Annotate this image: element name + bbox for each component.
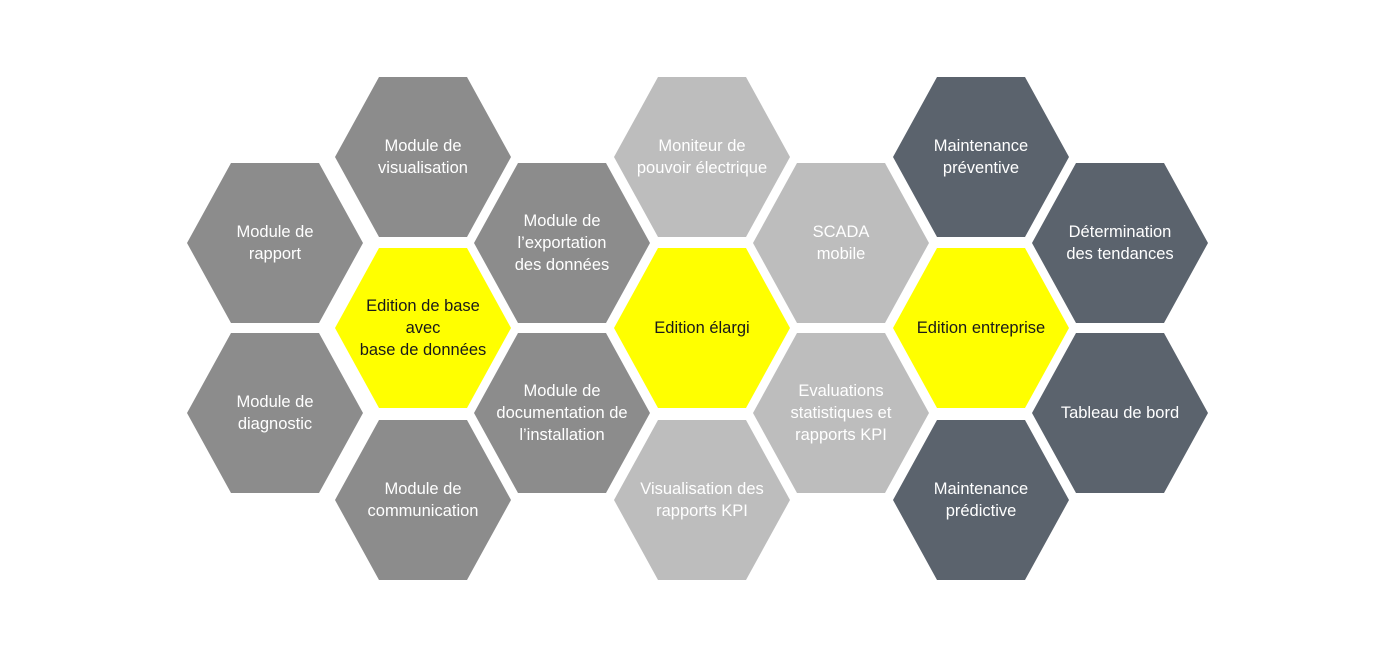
hexagon-label: Module de diagnostic (236, 393, 314, 433)
hexagon-maintenance-predictive: Maintenance prédictive (893, 420, 1069, 580)
hexagon-module-rapport: Module de rapport (187, 163, 363, 323)
hexagon-scada-mobile: SCADA mobile (753, 163, 929, 323)
hexagon-label: SCADA mobile (812, 223, 870, 263)
hexagon-label: Tableau de bord (1060, 404, 1180, 422)
hexagon-label: Maintenance prédictive (933, 480, 1029, 520)
hexagon-label: Maintenance préventive (933, 137, 1029, 177)
hexagon-label: Edition élargi (654, 319, 750, 337)
hexagon-edition-entreprise: Edition entreprise (893, 248, 1069, 408)
hexagon-label: Edition de base avec base de données (359, 297, 487, 359)
hexagon-module-diagnostic: Module de diagnostic (187, 333, 363, 493)
hexagon-tableau-bord: Tableau de bord (1032, 333, 1208, 493)
hexagon-module-exportation: Module de l’exportation des données (474, 163, 650, 323)
hexagon-maintenance-preventive: Maintenance préventive (893, 77, 1069, 237)
hexagon-label: Détermination des tendances (1066, 223, 1174, 263)
hexagon-label: Visualisation des rapports KPI (640, 480, 764, 520)
hexagon-moniteur-pouvoir: Moniteur de pouvoir électrique (614, 77, 790, 237)
hexagon-evaluations-statistiques: Evaluations statistiques et rapports KPI (753, 333, 929, 493)
hexagon-label: Module de communication (367, 480, 479, 520)
hexagon-determination-tendances: Détermination des tendances (1032, 163, 1208, 323)
hexagon-label: Module de rapport (236, 223, 314, 263)
hexagon-module-visualisation: Module de visualisation (335, 77, 511, 237)
hexagon-label: Moniteur de pouvoir électrique (636, 137, 768, 177)
hexagon-label: Module de visualisation (378, 137, 468, 177)
hexagon-edition-base: Edition de base avec base de données (335, 248, 511, 408)
hexagon-edition-elargi: Edition élargi (614, 248, 790, 408)
hexagon-label: Edition entreprise (916, 319, 1046, 337)
hexagon-visualisation-kpi: Visualisation des rapports KPI (614, 420, 790, 580)
hexagon-label: Evaluations statistiques et rapports KPI (790, 382, 892, 444)
hexagon-label: Module de documentation de l’installatio… (496, 382, 628, 444)
hexagon-module-communication: Module de communication (335, 420, 511, 580)
hexagon-module-documentation: Module de documentation de l’installatio… (474, 333, 650, 493)
hexagon-label: Module de l’exportation des données (514, 212, 610, 274)
